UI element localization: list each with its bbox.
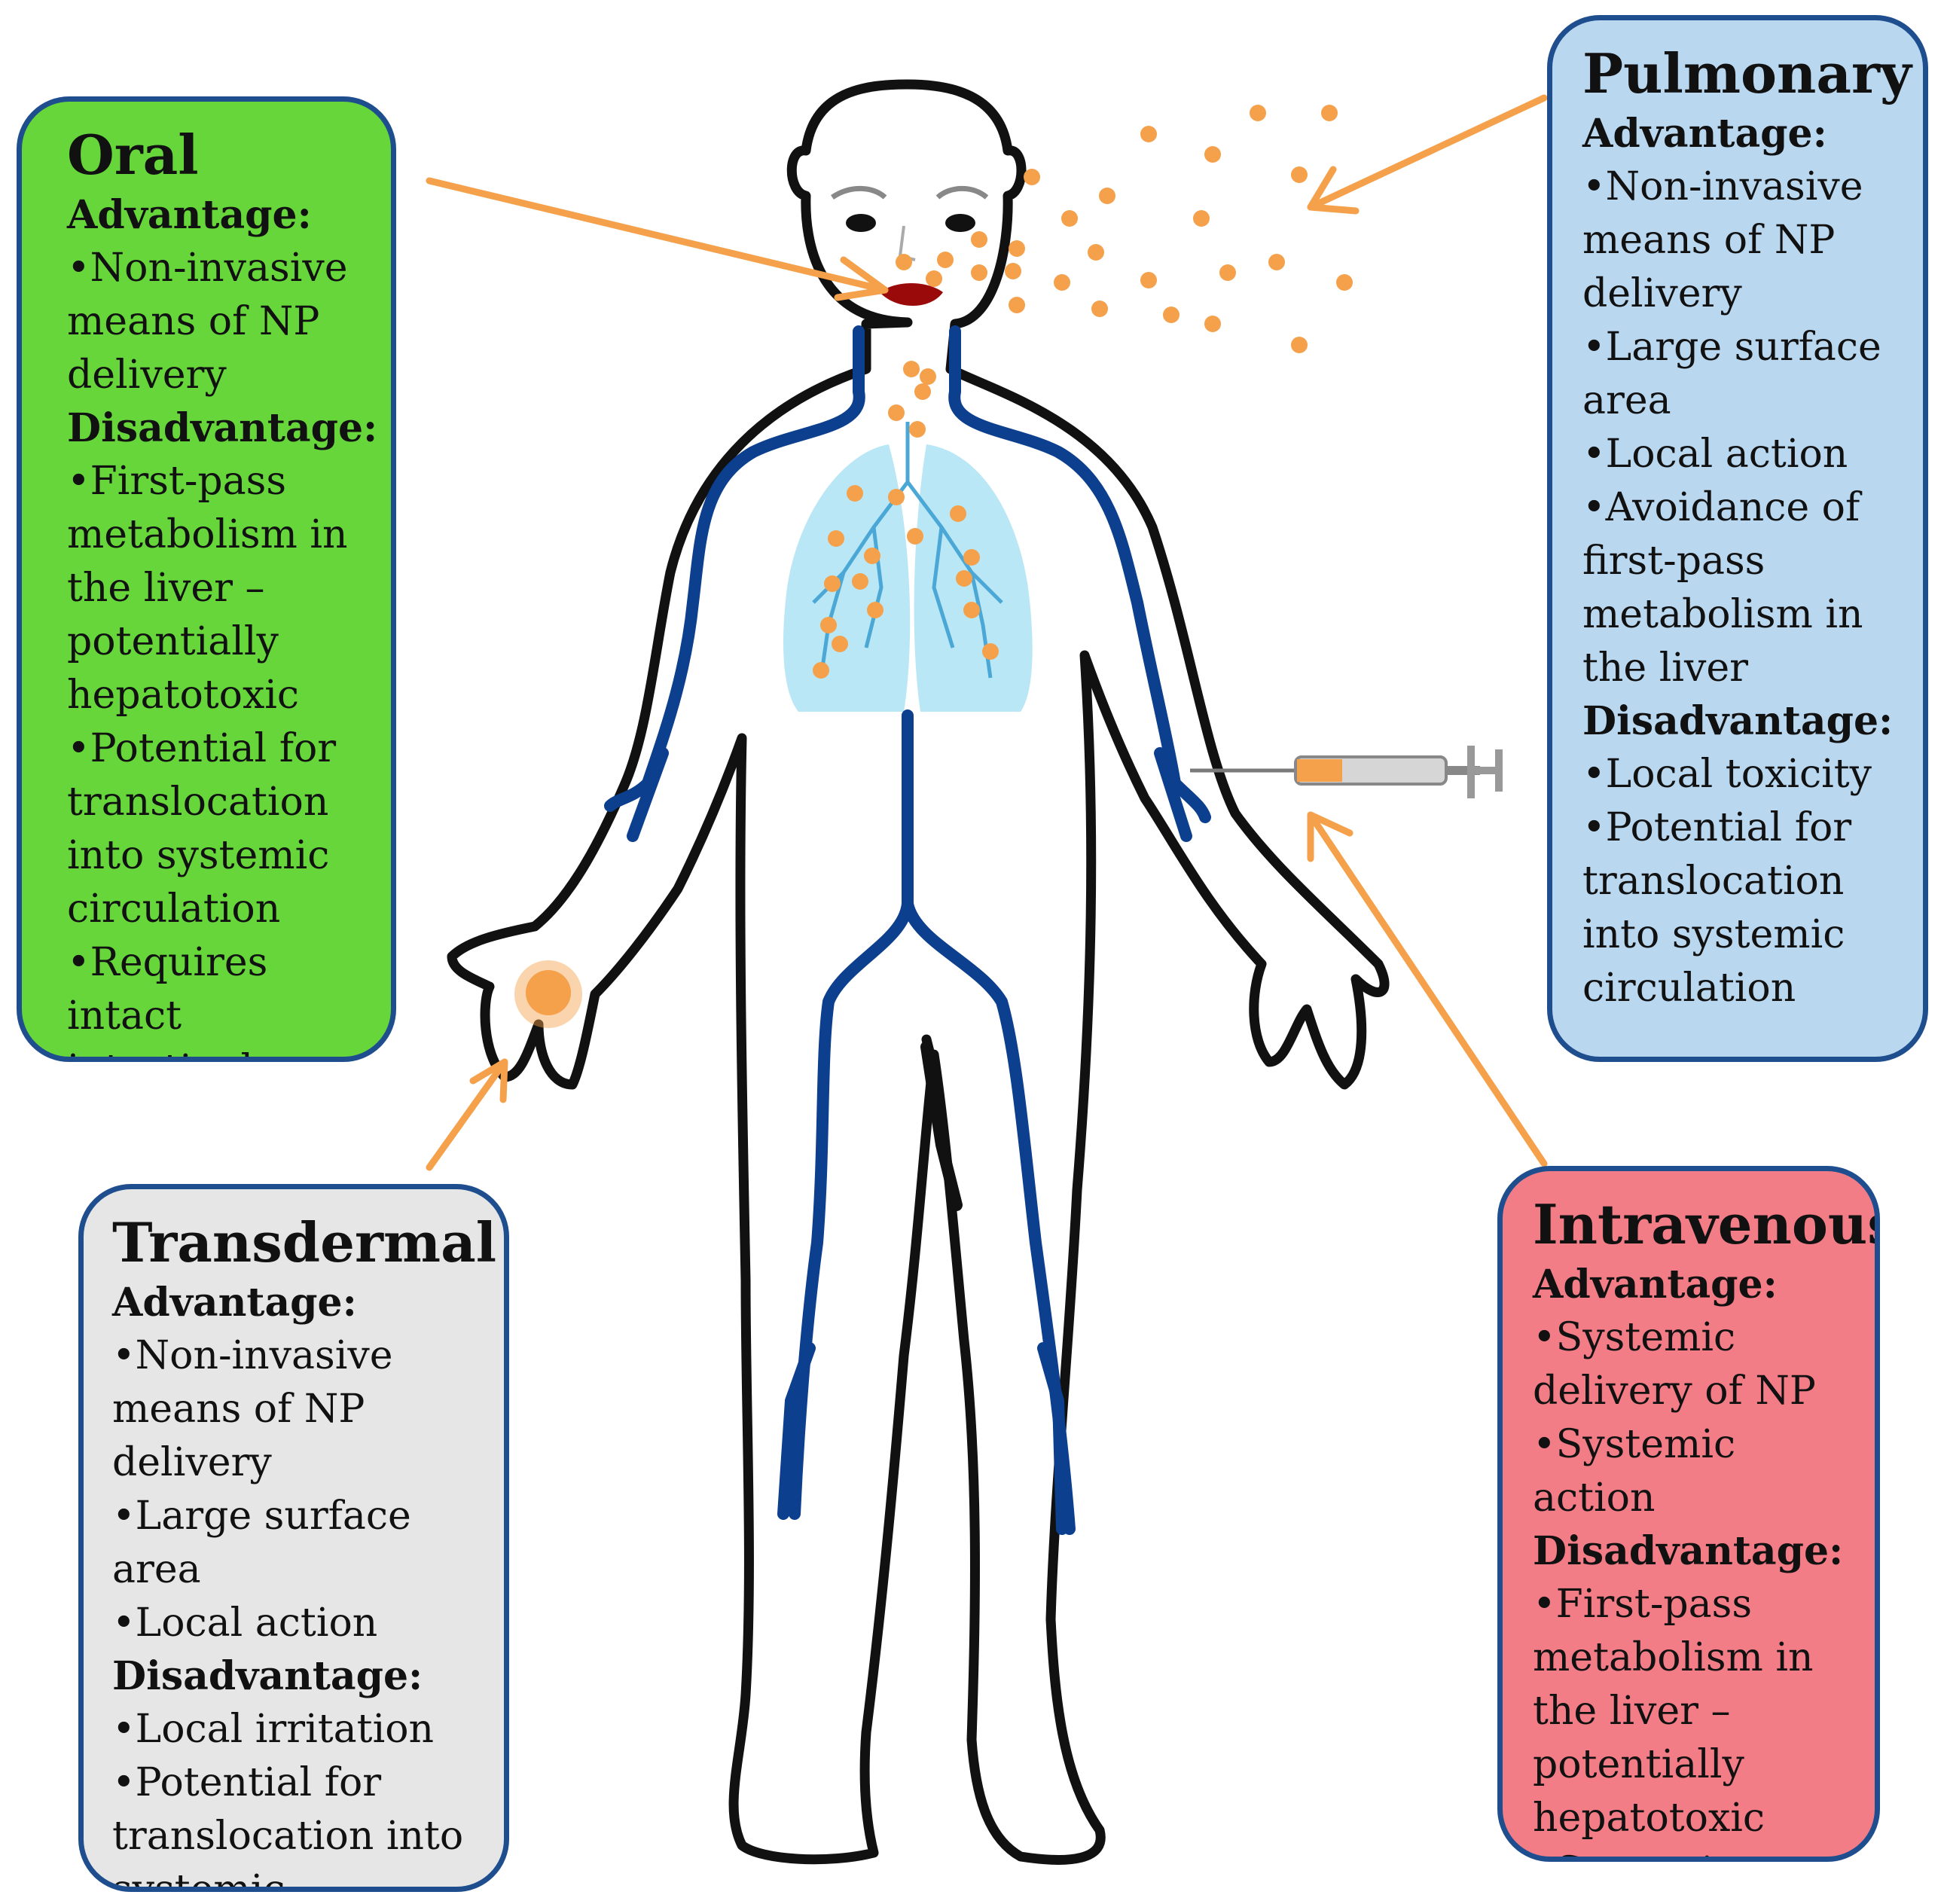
nanoparticle-dot [1088, 244, 1104, 261]
intravenous-title: Intravenous [1533, 1192, 1880, 1256]
face [831, 185, 989, 306]
pulmonary-disadvantage-heading: Disadvantage: [1582, 698, 1894, 744]
nanoparticle-dot [1024, 169, 1040, 185]
nanoparticle-dot [1054, 274, 1070, 291]
pulmonary-advantage-item: •Non-invasive means of NP delivery [1582, 164, 1863, 316]
nanoparticle-dot [1005, 263, 1021, 279]
nanoparticle-dot [1204, 146, 1221, 163]
nanoparticle-dot [950, 505, 966, 522]
nanoparticle-dot [1009, 240, 1025, 257]
oral-route-box: Oral Advantage: •Non-invasive means of N… [17, 96, 396, 1062]
lungs-icon [783, 422, 1033, 712]
nanoparticle-dot [920, 368, 936, 385]
nanoparticle-dot [1091, 301, 1108, 317]
nanoparticle-dot [888, 404, 905, 421]
oral-arrow [426, 177, 889, 301]
pulmonary-advantage-item: •Large surface area [1582, 325, 1881, 423]
nanoparticle-dot [1268, 254, 1285, 270]
intravenous-disadvantage-item: •First-pass metabolism in the liver – po… [1533, 1582, 1814, 1841]
oral-disadvantage-item: •Potential for translocation into system… [67, 726, 337, 932]
nanoparticle-dot [937, 252, 954, 268]
intravenous-arrow [1307, 811, 1548, 1167]
transdermal-route-box: Transdermal Advantage: •Non-invasive mea… [78, 1184, 509, 1892]
pulmonary-advantage-item: •Avoidance of first-pass metabolism in t… [1582, 485, 1863, 691]
skin-patch-icon [514, 960, 582, 1028]
intravenous-disadvantage-heading: Disadvantage: [1533, 1528, 1844, 1574]
transdermal-arrow [426, 1058, 508, 1171]
pulmonary-arrow [1307, 94, 1548, 215]
transdermal-advantage-item: •Large surface area [112, 1494, 411, 1592]
transdermal-title: Transdermal [112, 1210, 497, 1274]
nanoparticle-dot [903, 361, 920, 377]
nanoparticle-dot [963, 602, 980, 618]
nanoparticle-dot [1140, 126, 1157, 142]
transdermal-disadvantage-item: •Local irritation [112, 1707, 434, 1752]
nanoparticle-dot [914, 383, 931, 400]
oral-disadvantage-item: •First-pass metabolism in the liver – po… [67, 459, 348, 718]
pulmonary-disadvantage-item: •Potential for translocation into system… [1582, 805, 1852, 1011]
nanoparticle-dot [896, 254, 912, 270]
route-arrows [426, 94, 1548, 1171]
transdermal-disadvantage-heading: Disadvantage: [112, 1653, 423, 1699]
nanoparticle-dot [1099, 188, 1115, 204]
nanoparticle-dot [1204, 316, 1221, 332]
transdermal-advantage-item: •Non-invasive means of NP delivery [112, 1333, 393, 1485]
nanoparticle-dot [852, 573, 868, 590]
oral-title: Oral [67, 123, 199, 187]
nanoparticle-dot [956, 570, 972, 587]
nanoparticle-dot [926, 270, 942, 287]
mouth [880, 283, 943, 306]
inner-leg-shadow [920, 1041, 963, 1211]
nanoparticle-dot [1336, 274, 1353, 291]
intravenous-advantage-item: •Systemic action [1533, 1422, 1736, 1521]
nanoparticle-dot [1291, 337, 1308, 353]
intravenous-route-box: Intravenous Advantage: •Systemic deliver… [1497, 1166, 1880, 1862]
syringe-icon [1190, 746, 1503, 798]
blood-vessels [604, 325, 1211, 1535]
nanoparticle-dot [909, 421, 926, 438]
nanoparticle-dot [1009, 297, 1025, 313]
nanoparticle-dot [824, 575, 841, 592]
nanoparticle-dot [813, 662, 829, 679]
nanoparticle-dot [907, 528, 923, 545]
oral-disadvantage-item: •Requires intact intestinal mucosa for N… [67, 940, 268, 1057]
nanoparticle-dot [982, 643, 999, 660]
pulmonary-route-box: Pulmonary Advantage: •Non-invasive means… [1547, 15, 1928, 1062]
nanoparticle-dot [832, 636, 848, 652]
nanoparticle-dot [963, 549, 980, 566]
nanoparticle-dot [971, 231, 987, 248]
nanoparticle-dot [864, 548, 880, 564]
transdermal-disadvantage-item: •Potential for translocation into system… [112, 1760, 464, 1892]
pulmonary-title: Pulmonary [1582, 41, 1912, 105]
nanoparticle-dot [1061, 210, 1078, 227]
nanoparticle-dot [971, 264, 987, 281]
nanoparticle-icon [813, 105, 1353, 679]
oral-advantage-item: •Non-invasive means of NP delivery [67, 246, 348, 398]
nanoparticle-dot [820, 617, 837, 633]
nanoparticle-dot [1193, 210, 1210, 227]
transdermal-advantage-heading: Advantage: [112, 1280, 357, 1326]
human-body-outline [447, 79, 1390, 1865]
intravenous-advantage-item: •Systemic delivery of NP [1533, 1315, 1816, 1414]
pulmonary-disadvantage-item: •Local toxicity [1582, 752, 1872, 797]
nanoparticle-dot [1163, 307, 1180, 323]
nanoparticle-dot [847, 485, 863, 502]
oral-disadvantage-heading: Disadvantage: [67, 405, 378, 451]
transdermal-advantage-item: •Local action [112, 1600, 378, 1646]
nanoparticle-dot [828, 530, 844, 547]
nanoparticle-dot [867, 602, 883, 618]
nanoparticle-dot [1219, 264, 1236, 281]
nanoparticle-dot [1321, 105, 1338, 121]
oral-advantage-heading: Advantage: [67, 192, 312, 238]
nanoparticle-dot [1250, 105, 1266, 121]
nanoparticle-dot [1140, 272, 1157, 288]
nanoparticle-dot [888, 489, 905, 505]
pulmonary-advantage-heading: Advantage: [1582, 111, 1827, 157]
intravenous-disadvantage-item: •Systemic toxicity [1533, 1845, 1855, 1857]
nanoparticle-dot [1291, 166, 1308, 183]
intravenous-advantage-heading: Advantage: [1533, 1262, 1778, 1307]
pulmonary-advantage-item: •Local action [1582, 432, 1848, 477]
